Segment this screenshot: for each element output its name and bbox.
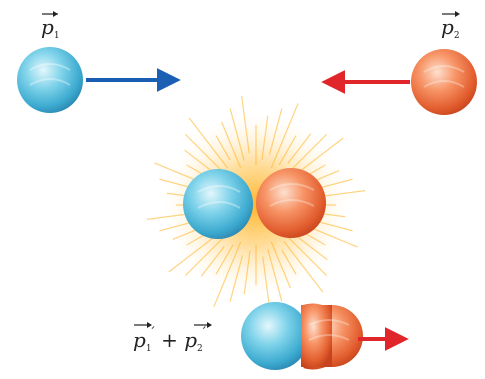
svg-text:p2: p2 <box>441 15 460 41</box>
label-p1: p1 <box>41 11 60 41</box>
ball-2-collision <box>256 168 326 238</box>
ball-2-final <box>301 304 363 370</box>
ball-1-collision <box>183 169 253 239</box>
svg-text:p1: p1 <box>41 15 60 41</box>
label-sum: p1′ + p2′ <box>133 318 212 354</box>
ball-1-initial <box>17 47 83 113</box>
ball-1-final <box>241 302 309 370</box>
label-p2: p2 <box>441 11 460 41</box>
svg-text:p1′ + p2′: p1′ + p2′ <box>133 318 207 354</box>
collision-glow <box>147 96 365 314</box>
ball-2-initial <box>411 49 477 115</box>
